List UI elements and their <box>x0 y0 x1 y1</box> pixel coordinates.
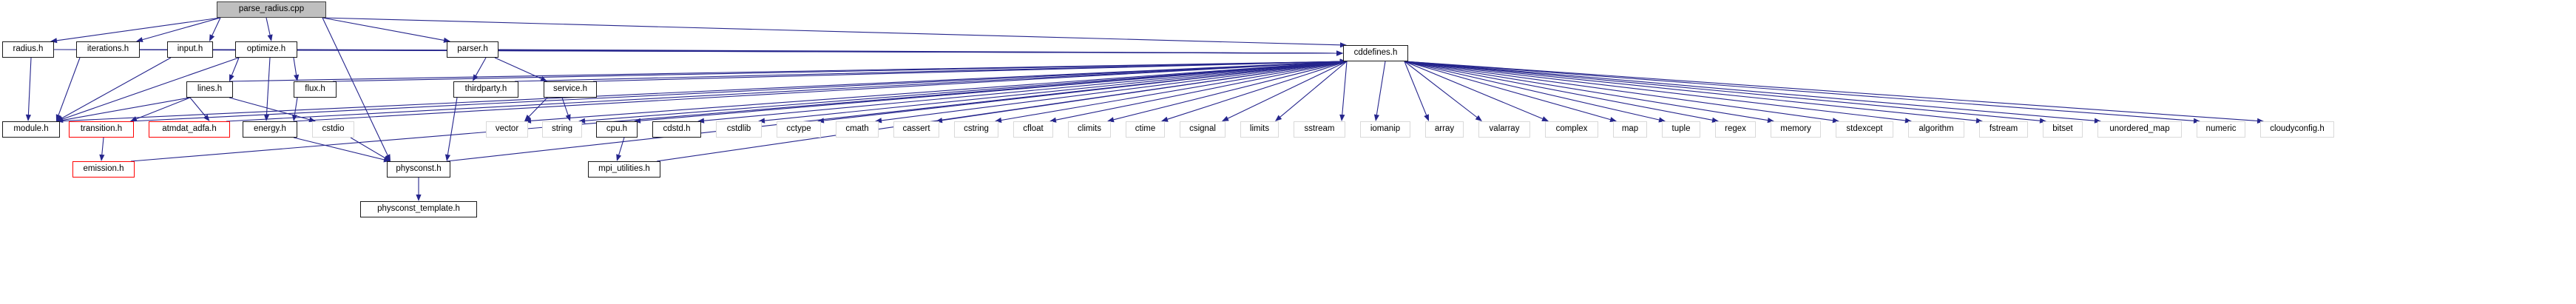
graph-node-string[interactable]: string <box>542 121 582 138</box>
graph-node-cdstd-h[interactable]: cdstd.h <box>652 121 701 138</box>
graph-node-atmdat-adfa-h[interactable]: atmdat_adfa.h <box>149 121 230 138</box>
graph-edge-parser-h-to-cddefines-h <box>498 49 1343 56</box>
graph-node-energy-h[interactable]: energy.h <box>243 121 297 138</box>
graph-edge-parse-radius-cpp-to-radius-h <box>50 17 221 44</box>
graph-node-ctime[interactable]: ctime <box>1126 121 1165 138</box>
graph-node-input-h[interactable]: input.h <box>167 41 213 58</box>
graph-node-complex[interactable]: complex <box>1545 121 1598 138</box>
graph-edge-parse-radius-cpp-to-input-h <box>209 17 221 41</box>
graph-node-mpi-utilities-h[interactable]: mpi_utilities.h <box>588 161 660 178</box>
graph-edge-parse-radius-cpp-to-parser-h <box>322 17 450 43</box>
graph-edge-parser-h-to-thirdparty-h <box>473 57 487 81</box>
graph-node-cstdlib[interactable]: cstdlib <box>716 121 762 138</box>
graph-edge-cddefines-h-to-tuple <box>1404 61 1666 123</box>
graph-node-physconst-h[interactable]: physconst.h <box>387 161 450 178</box>
graph-node-iterations-h[interactable]: iterations.h <box>76 41 140 58</box>
graph-edge-cddefines-h-to-map <box>1404 61 1617 122</box>
graph-node-thirdparty-h[interactable]: thirdparty.h <box>453 81 518 98</box>
graph-edge-cddefines-h-to-cmath <box>875 61 1348 124</box>
graph-edge-cddefines-h-to-cfloat <box>1049 61 1348 123</box>
graph-edge-physconst-h-to-physconst-template-h <box>416 178 422 201</box>
graph-node-cstring[interactable]: cstring <box>954 121 998 138</box>
graph-node-vector[interactable]: vector <box>486 121 528 138</box>
graph-node-cpu-h[interactable]: cpu.h <box>596 121 638 138</box>
graph-node-module-h[interactable]: module.h <box>2 121 60 138</box>
graph-node-unordered-map[interactable]: unordered_map <box>2097 121 2182 138</box>
graph-node-cstdio[interactable]: cstdio <box>312 121 354 138</box>
graph-node-memory[interactable]: memory <box>1771 121 1821 138</box>
graph-node-cddefines-h[interactable]: cddefines.h <box>1343 45 1408 61</box>
graph-node-bitset[interactable]: bitset <box>2043 121 2083 138</box>
graph-edge-cddefines-h-to-numeric <box>1404 61 2200 124</box>
graph-edge-cstdio-to-physconst-h <box>350 137 391 161</box>
graph-node-stdexcept[interactable]: stdexcept <box>1836 121 1893 138</box>
graph-edge-cddefines-h-to-unordered-map <box>1404 61 2101 124</box>
graph-node-regex[interactable]: regex <box>1715 121 1756 138</box>
graph-edge-parse-radius-cpp-to-optimize-h <box>266 17 273 41</box>
graph-node-map[interactable]: map <box>1613 121 1647 138</box>
graph-node-cfloat[interactable]: cfloat <box>1013 121 1053 138</box>
graph-node-transition-h[interactable]: transition.h <box>69 121 134 138</box>
graph-node-climits[interactable]: climits <box>1068 121 1111 138</box>
graph-edge-optimize-h-to-energy-h <box>263 57 271 121</box>
graph-node-cctype[interactable]: cctype <box>777 121 821 138</box>
graph-edge-optimize-h-to-flux-h <box>293 57 300 81</box>
graph-node-limits[interactable]: limits <box>1240 121 1279 138</box>
graph-edge-cddefines-h-to-vector <box>524 61 1348 124</box>
graph-node-valarray[interactable]: valarray <box>1478 121 1530 138</box>
graph-edge-parse-radius-cpp-to-cddefines-h <box>322 17 1347 48</box>
graph-node-physconst-template-h[interactable]: physconst_template.h <box>360 201 477 217</box>
graph-edge-cddefines-h-to-regex <box>1404 61 1719 123</box>
graph-edge-thirdparty-h-to-physconst-h <box>444 97 458 161</box>
graph-node-cloudyconfig-h[interactable]: cloudyconfig.h <box>2260 121 2334 138</box>
graph-edge-cddefines-h-to-algorithm <box>1404 61 1912 124</box>
graph-edge-optimize-h-to-lines-h <box>229 57 240 81</box>
graph-edge-cddefines-h-to-ctime <box>1161 61 1348 122</box>
graph-node-numeric[interactable]: numeric <box>2197 121 2245 138</box>
graph-node-sstream[interactable]: sstream <box>1294 121 1345 138</box>
graph-edge-cddefines-h-to-stdexcept <box>1404 61 1839 124</box>
graph-edge-cddefines-h-to-array <box>1404 61 1429 121</box>
graph-node-iomanip[interactable]: iomanip <box>1360 121 1410 138</box>
graph-node-algorithm[interactable]: algorithm <box>1908 121 1964 138</box>
graph-edge-radius-h-to-module-h <box>25 57 32 121</box>
graph-node-service-h[interactable]: service.h <box>544 81 597 98</box>
graph-edge-cddefines-h-to-iomanip <box>1373 61 1386 121</box>
graph-edge-cddefines-h-to-complex <box>1404 61 1549 121</box>
graph-edge-cddefines-h-to-cdstd-h <box>697 61 1348 124</box>
graph-edge-cddefines-h-to-sstream <box>1339 61 1348 121</box>
graph-edge-transition-h-to-emission-h <box>99 137 105 161</box>
graph-node-radius-h[interactable]: radius.h <box>2 41 54 58</box>
graph-node-optimize-h[interactable]: optimize.h <box>235 41 297 58</box>
graph-node-tuple[interactable]: tuple <box>1662 121 1700 138</box>
graph-edge-parse-radius-cpp-to-physconst-h <box>322 17 391 161</box>
graph-node-array[interactable]: array <box>1425 121 1464 138</box>
graph-node-fstream[interactable]: fstream <box>1979 121 2028 138</box>
graph-edge-cddefines-h-to-climits <box>1107 61 1348 123</box>
graph-node-cmath[interactable]: cmath <box>836 121 879 138</box>
graph-edge-cddefines-h-to-csignal <box>1222 61 1348 121</box>
graph-edge-cddefines-h-to-string <box>578 61 1348 124</box>
graph-edge-cpu-h-to-mpi-utilities-h <box>616 137 625 161</box>
graph-edge-cddefines-h-to-cstdlib <box>758 61 1348 124</box>
graph-node-flux-h[interactable]: flux.h <box>294 81 337 98</box>
graph-edge-cddefines-h-to-bitset <box>1404 61 2046 124</box>
graph-node-csignal[interactable]: csignal <box>1180 121 1226 138</box>
graph-node-parse-radius-cpp[interactable]: parse_radius.cpp <box>217 1 326 18</box>
graph-edge-cddefines-h-to-fstream <box>1404 61 1983 124</box>
graph-edge-cddefines-h-to-cloudyconfig-h <box>1404 61 2264 124</box>
graph-node-parser-h[interactable]: parser.h <box>447 41 498 58</box>
graph-node-cassert[interactable]: cassert <box>893 121 939 138</box>
graph-node-lines-h[interactable]: lines.h <box>186 81 233 98</box>
graph-edge-iterations-h-to-module-h <box>55 57 81 121</box>
graph-node-emission-h[interactable]: emission.h <box>72 161 135 178</box>
graph-edge-cddefines-h-to-valarray <box>1404 61 1482 121</box>
graph-edge-cddefines-h-to-limits <box>1275 61 1348 121</box>
graph-edge-parse-radius-cpp-to-iterations-h <box>136 17 221 42</box>
